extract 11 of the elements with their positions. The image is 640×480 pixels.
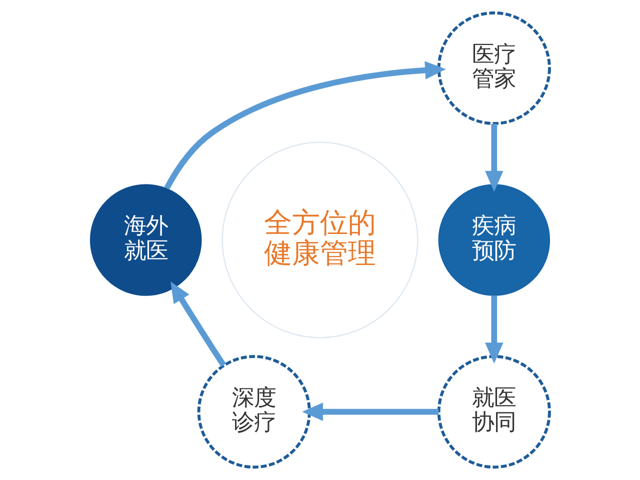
arrow [164,61,446,190]
node-circle: 全方位的健康管理 [222,142,418,338]
arrow [485,124,504,192]
node-circle: 医疗管家 [437,11,551,125]
arrow [170,282,226,367]
arrow [485,296,504,364]
node-circle: 深度诊疗 [197,355,311,469]
node-circle: 就医协同 [437,355,551,469]
node-circle: 疾病预防 [438,184,550,296]
arrow [302,402,439,421]
node-circle: 海外就医 [90,184,202,296]
